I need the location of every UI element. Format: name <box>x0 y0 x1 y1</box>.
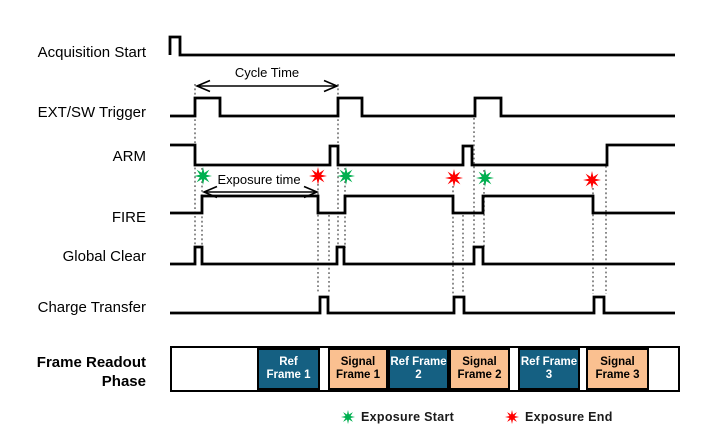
legend-star-icon <box>505 410 519 424</box>
row-label-acquisition-start: Acquisition Start <box>37 44 146 61</box>
legend-star-icon <box>341 410 355 424</box>
exposure-start-star <box>194 167 212 185</box>
row-label-fire: FIRE <box>111 209 146 226</box>
exposure-end-star <box>309 167 327 185</box>
cycle-time-arrow <box>194 79 340 93</box>
cycle-time-label: Cycle Time <box>235 65 299 80</box>
exposure-start-star <box>337 167 355 185</box>
exposure-end-star <box>445 169 463 187</box>
waveform-global-clear <box>170 245 675 266</box>
exposure-time-arrow <box>201 185 320 199</box>
legend-label: Exposure Start <box>361 410 455 424</box>
frame-readout-label-line2: Phase <box>101 373 146 390</box>
row-label-charge-transfer: Charge Transfer <box>37 299 146 316</box>
legend-item-exposure-end: Exposure End <box>504 408 613 426</box>
waveform-charge-transfer <box>170 295 675 315</box>
row-label-ext-sw-trigger: EXT/SW Trigger <box>37 104 146 121</box>
frame-readout-label-line1: Frame Readout <box>36 354 146 371</box>
waveform-fire <box>170 194 675 215</box>
waveform-arm <box>170 143 675 167</box>
legend-label: Exposure End <box>525 410 613 424</box>
waveform-ext-sw-trigger <box>170 96 675 118</box>
waveform-acquisition-start <box>168 35 675 57</box>
exposure-end-star <box>583 171 601 189</box>
legend: Exposure Start Exposure End <box>0 408 702 430</box>
row-label-global-clear: Global Clear <box>62 248 146 265</box>
legend-item-exposure-start: Exposure Start <box>340 408 454 426</box>
exposure-start-star <box>476 169 494 187</box>
exposure-time-label: Exposure time <box>217 172 300 187</box>
row-label-arm: ARM <box>112 148 146 165</box>
frame-readout-phase-label: Frame Readout Phase <box>0 353 146 391</box>
